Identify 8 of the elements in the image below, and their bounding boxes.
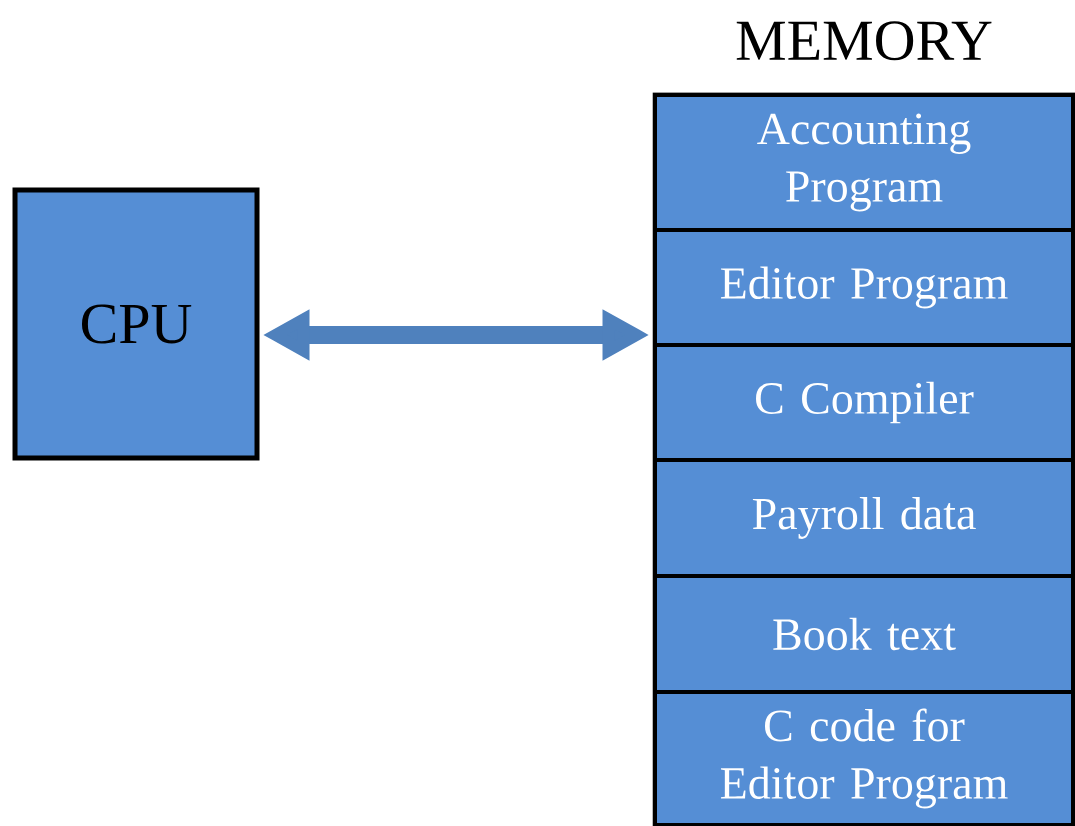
memory-cell: Editor Program (653, 228, 1075, 347)
memory-cell: Book text (653, 574, 1075, 694)
memory-cell: C code for Editor Program (653, 690, 1075, 826)
cpu-box: CPU (12, 187, 260, 461)
memory-cell: Accounting Program (653, 93, 1075, 232)
memory-cell: C Compiler (653, 343, 1075, 462)
node-label: MEMORY (736, 21, 992, 61)
memory-cell: Payroll data (653, 458, 1075, 578)
